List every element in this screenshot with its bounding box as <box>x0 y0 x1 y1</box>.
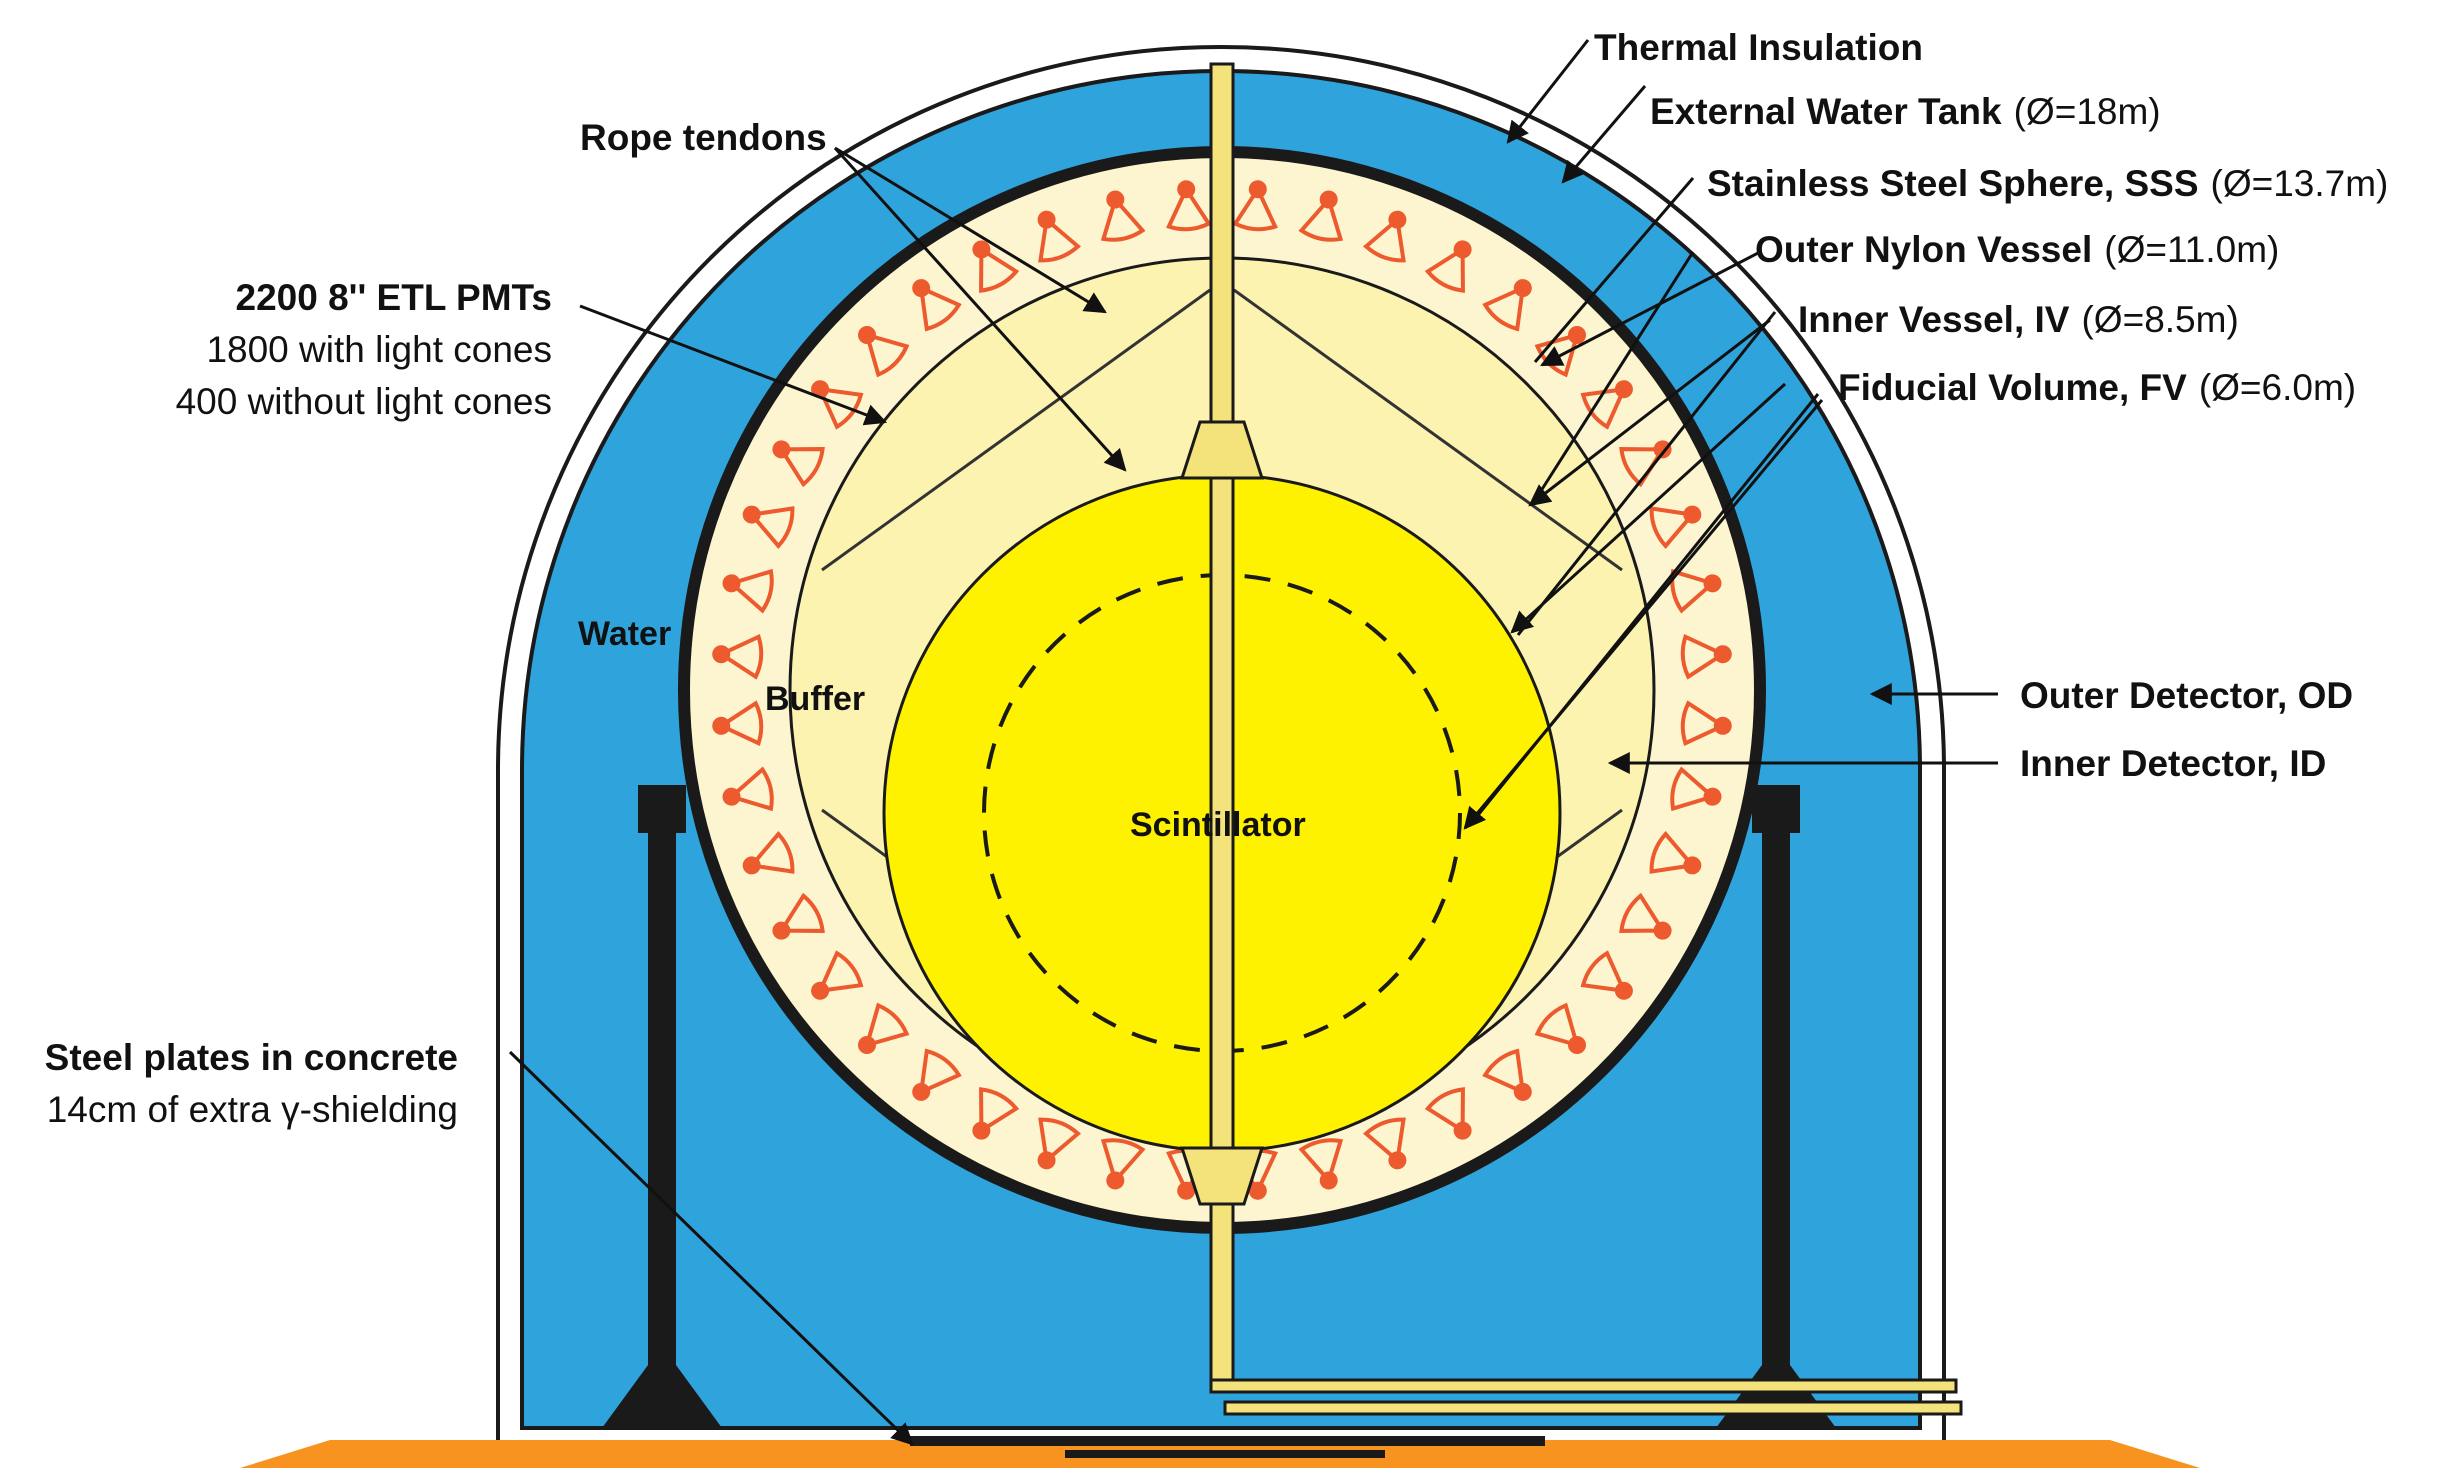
label-rope-tendons: Rope tendons <box>580 117 827 158</box>
pmt-icon <box>1424 1087 1472 1140</box>
label-sss: Stainless Steel Sphere, SSS(Ø=13.7m) <box>1707 163 2388 204</box>
pmt-icon <box>1424 240 1472 293</box>
label-fv: Fiducial Volume, FV(Ø=6.0m) <box>1838 367 2356 408</box>
support-leg-left <box>602 785 722 1428</box>
pmt-icon <box>712 700 764 746</box>
pmt-icon <box>712 634 764 680</box>
pmt-icon <box>1037 1117 1081 1170</box>
label-pmts-line1: 1800 with light cones <box>206 329 552 370</box>
central-pipe <box>1179 62 1963 1416</box>
steel-plate-bottom <box>1065 1450 1385 1458</box>
pmt-icon <box>1363 1117 1407 1170</box>
label-pmts-line2: 400 without light cones <box>176 381 552 422</box>
pmt-icon <box>811 950 864 1000</box>
pmt-icon <box>972 240 1020 293</box>
pmt-icon <box>722 568 774 614</box>
label-external-water-tank: External Water Tank(Ø=18m) <box>1650 91 2161 132</box>
pmt-icon <box>1100 190 1146 242</box>
pmt-ring <box>712 180 1732 1200</box>
pmt-icon <box>1670 766 1722 812</box>
label-buffer: Buffer <box>765 680 865 718</box>
pmt-icon <box>912 279 962 332</box>
pmt-icon <box>742 831 795 875</box>
pmt-icon <box>912 1048 962 1101</box>
label-steel-plates-title: Steel plates in concrete <box>45 1037 458 1078</box>
label-water: Water <box>578 615 671 653</box>
pmt-icon <box>1232 180 1278 232</box>
label-iv: Inner Vessel, IV(Ø=8.5m) <box>1798 299 2239 340</box>
label-outer-detector: Outer Detector, OD <box>2020 675 2353 716</box>
pmt-icon <box>722 766 774 812</box>
pmt-icon <box>1100 1138 1146 1190</box>
pmt-icon <box>1619 892 1672 940</box>
label-pmts-title: 2200 8'' ETL PMTs <box>236 277 552 318</box>
pmt-icon <box>1619 440 1672 488</box>
pmt-icon <box>772 892 825 940</box>
label-onv: Outer Nylon Vessel(Ø=11.0m) <box>1755 229 2279 270</box>
pmt-icon <box>1166 180 1212 232</box>
pmt-icon <box>772 440 825 488</box>
pmt-icon <box>1534 1002 1586 1054</box>
pmt-icon <box>972 1087 1020 1140</box>
label-scintillator: Scintillator <box>1130 806 1306 844</box>
thermal-insulation-outline <box>496 45 1946 1440</box>
pmt-icon <box>811 380 864 430</box>
label-steel-plates-line1: 14cm of extra γ-shielding <box>47 1089 458 1130</box>
pmt-icon <box>1649 505 1702 549</box>
pmt-icon <box>1482 1048 1532 1101</box>
pmt-icon <box>1363 210 1407 263</box>
label-inner-detector: Inner Detector, ID <box>2020 743 2326 784</box>
pmt-icon <box>742 505 795 549</box>
pmt-icon <box>1298 1138 1344 1190</box>
pmt-icon <box>1580 950 1633 1000</box>
pointer-arrows <box>508 39 1998 1446</box>
pmt-icon <box>1482 279 1532 332</box>
support-leg-right <box>1716 785 1836 1428</box>
label-thermal-insulation: Thermal Insulation <box>1594 27 1923 68</box>
steel-plate-top <box>910 1436 1545 1446</box>
pmt-icon <box>1649 831 1702 875</box>
pmt-icon <box>1680 700 1732 746</box>
pmt-icon <box>1298 190 1344 242</box>
pmt-icon <box>858 326 910 378</box>
pmt-icon <box>1037 210 1081 263</box>
pmt-icon <box>858 1002 910 1054</box>
pmt-icon <box>1680 634 1732 680</box>
